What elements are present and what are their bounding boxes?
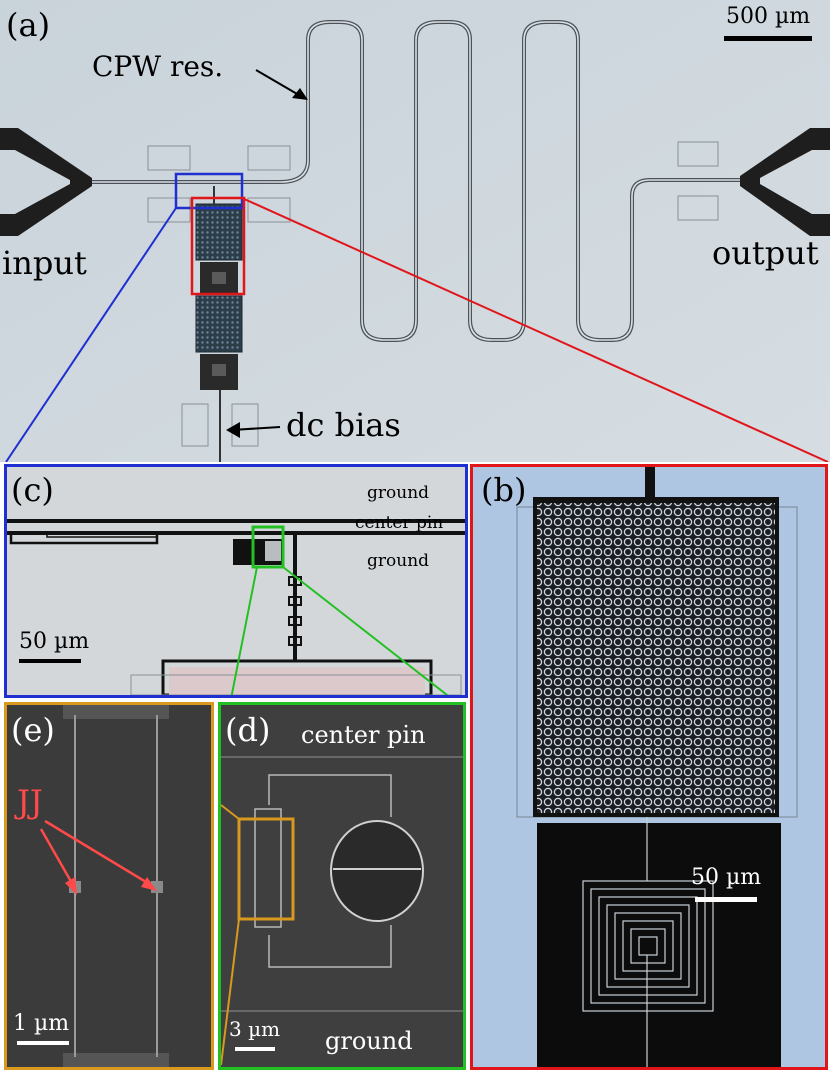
panel-c-ground-bottom: ground — [367, 551, 430, 571]
panel-a-image — [0, 0, 830, 462]
panel-c-center-pin: center pin — [355, 513, 444, 533]
panel-d: (d) center pin ground 3 µm — [218, 702, 466, 1070]
panel-a: (a) 500 µm CPW res. input output dc bias — [0, 0, 830, 462]
panel-d-image — [221, 705, 463, 1067]
panel-a-label: (a) — [6, 6, 51, 44]
panel-c-ground-top: ground — [367, 483, 430, 503]
panel-b-scale-label: 50 µm — [691, 865, 762, 890]
output-launcher — [740, 128, 830, 236]
input-launcher — [0, 128, 92, 236]
panel-c-image — [7, 467, 465, 695]
panel-b: (b) 50 µm — [470, 464, 828, 1070]
panel-d-center-pin: center pin — [301, 721, 426, 749]
panel-c: (c) ground center pin ground 50 µm — [4, 464, 468, 698]
red-zoom-frame — [190, 196, 246, 296]
panel-e-image — [7, 705, 211, 1067]
panel-b-image — [473, 467, 825, 1067]
input-label: input — [2, 244, 87, 282]
blue-zoom-frame — [174, 172, 244, 210]
panel-c-scale-label: 50 µm — [19, 629, 90, 654]
panel-e: (e) JJ 1 µm — [4, 702, 214, 1070]
panel-d-label: (d) — [225, 711, 271, 749]
panel-b-label: (b) — [481, 471, 527, 509]
cpw-label: CPW res. — [92, 50, 224, 83]
jj-label: JJ — [17, 783, 43, 821]
panel-e-scale-label: 1 µm — [13, 1011, 70, 1036]
dc-bias-label: dc bias — [286, 406, 401, 444]
panel-a-scale-label: 500 µm — [726, 4, 811, 29]
panel-c-label: (c) — [11, 471, 54, 509]
panel-d-scale-label: 3 µm — [229, 1017, 281, 1041]
panel-d-ground: ground — [325, 1027, 413, 1055]
output-label: output — [712, 234, 819, 272]
panel-e-label: (e) — [11, 711, 55, 749]
